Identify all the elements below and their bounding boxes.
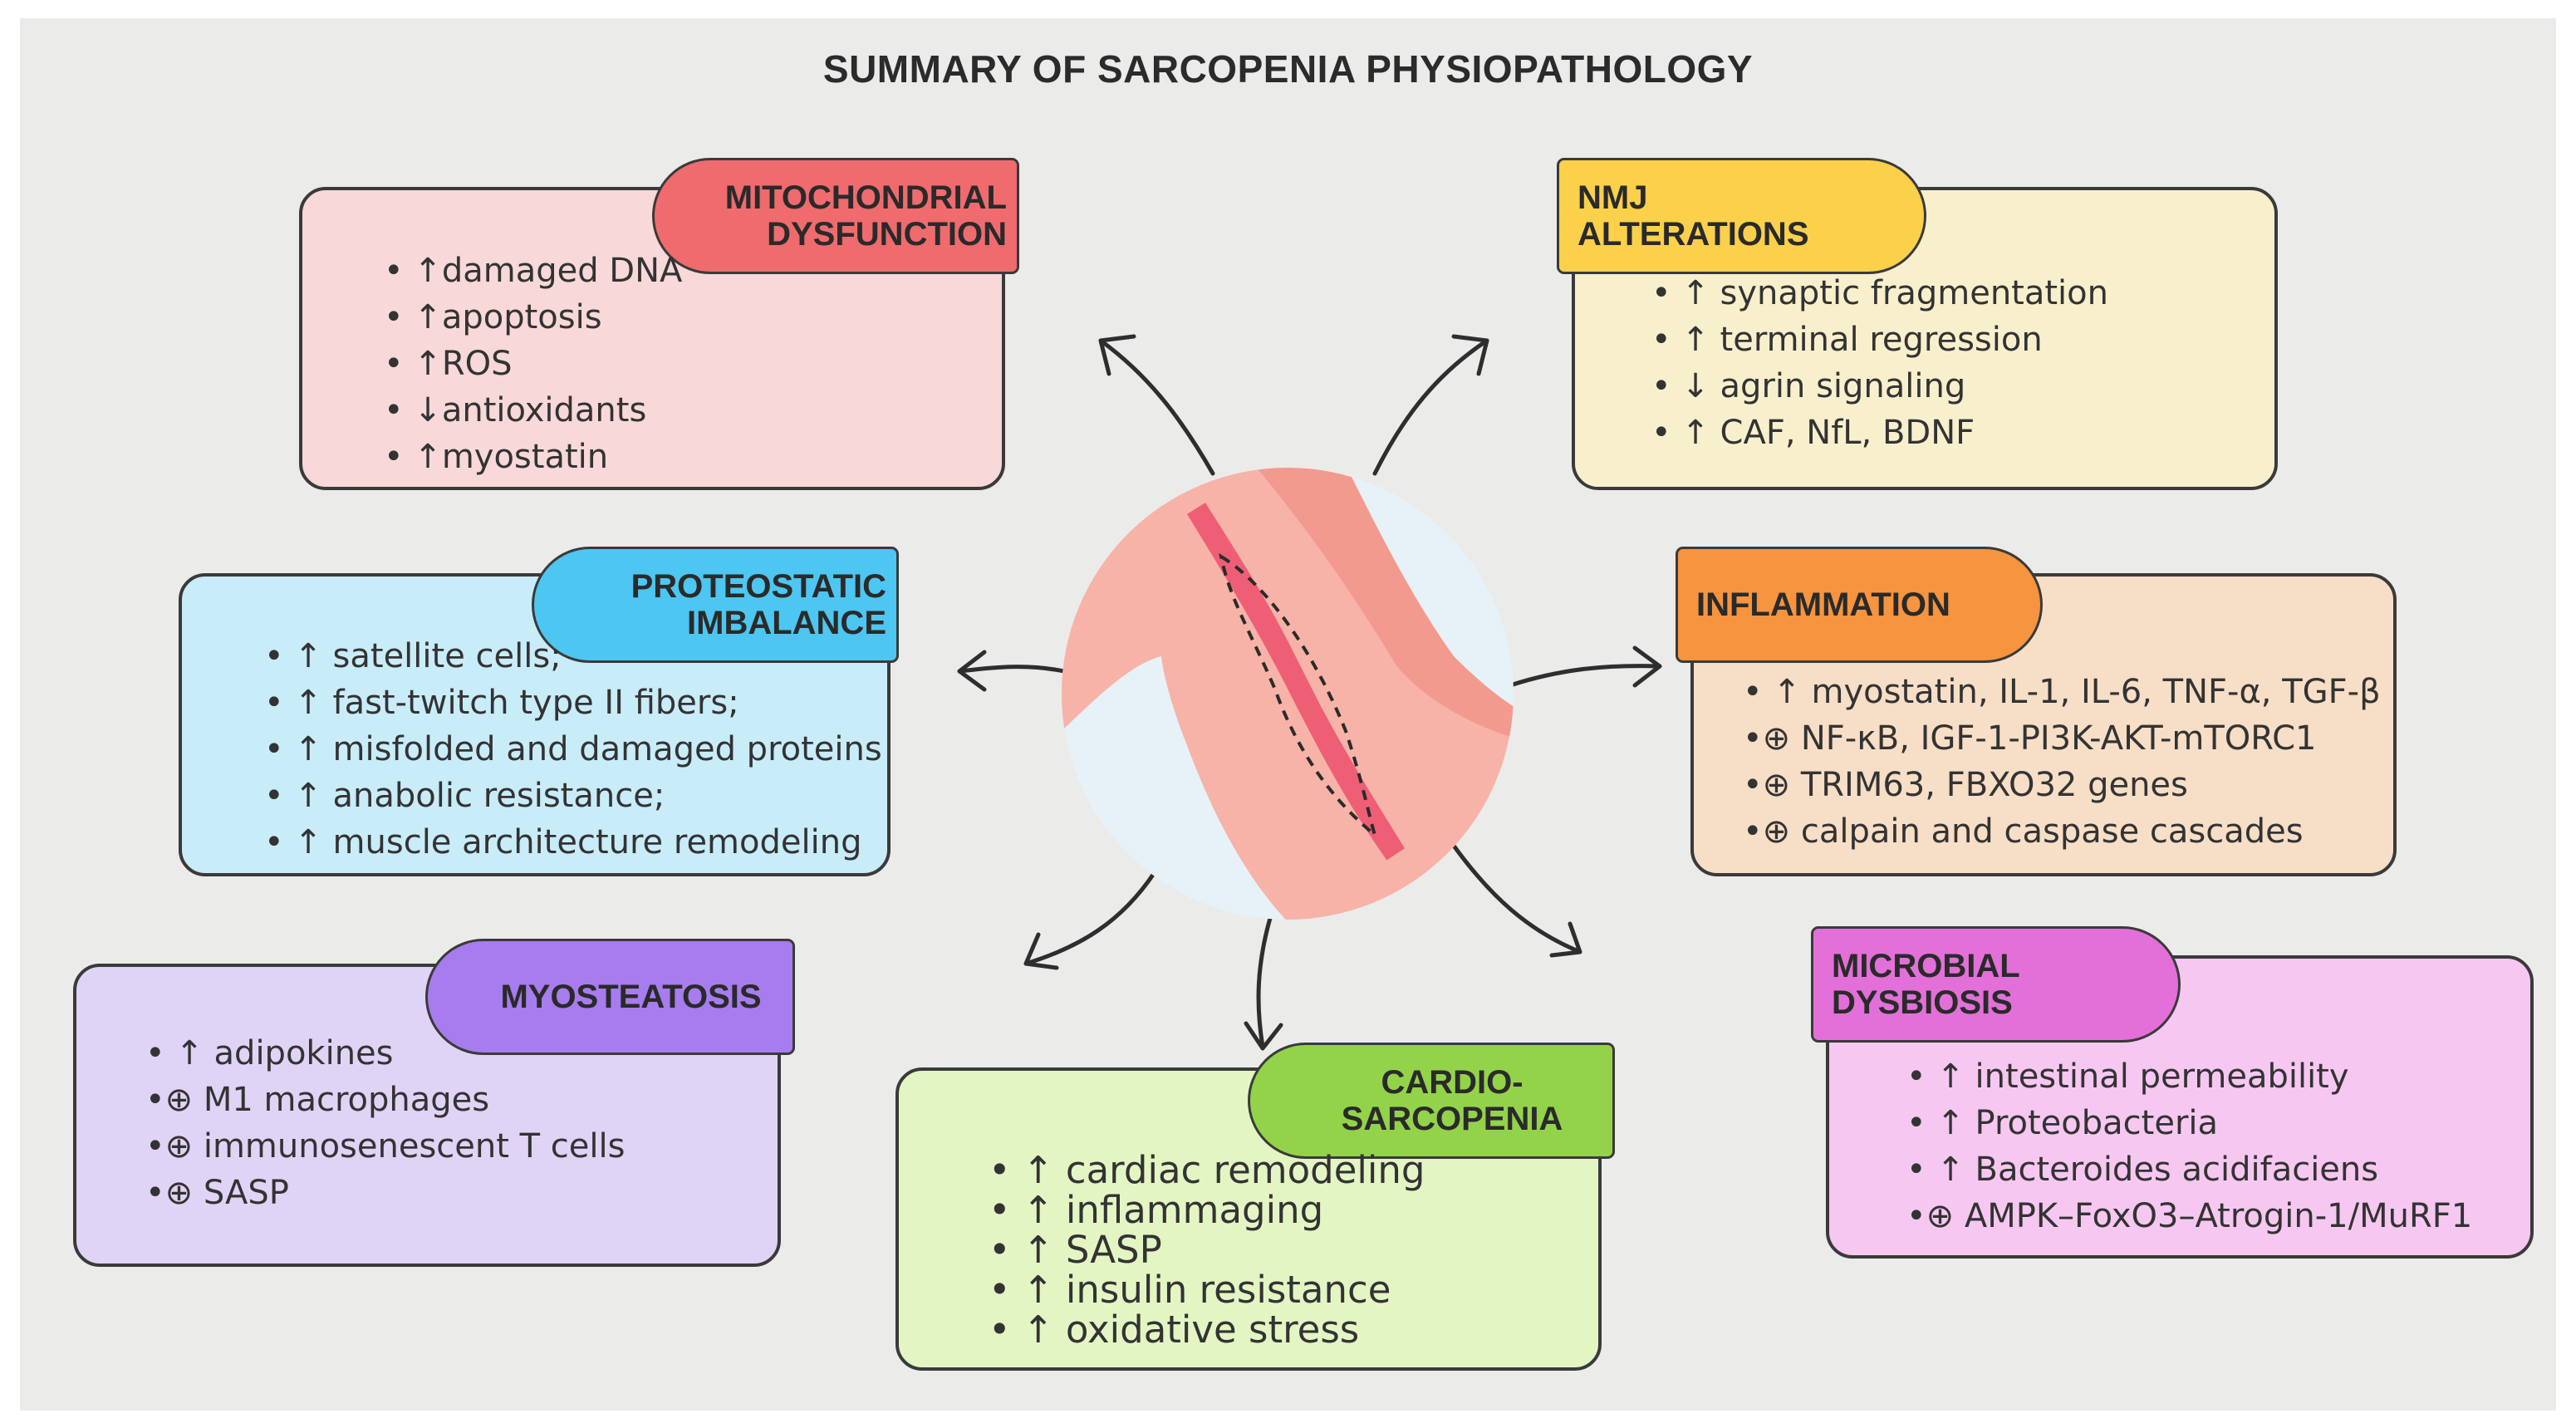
list-item: • ↑ cardiac remodeling [989,1148,1425,1192]
microbial-box [1826,955,2534,1259]
myosteatosis-tag: MYOSTEATOSIS [425,939,795,1055]
arrow-to-nmj [1372,338,1489,476]
arrowhead-cardio [1244,1021,1283,1051]
list-item: •⊕ immunosenescent T cells [145,1127,626,1165]
list-item: •⊕ TRIM63, FBXO32 genes [1743,766,2188,804]
list-item: • ↑ synaptic fragmentation [1651,274,2108,312]
arrowhead-mitochondrial [1098,334,1136,376]
list-item: •⊕ M1 macrophages [145,1081,490,1119]
arrow-to-cardio [1256,907,1275,1049]
list-item: • ↑ muscle architecture remodeling [264,823,862,861]
arrow-to-myosteatosis [1023,870,1157,966]
list-item: • ↑damaged DNA [384,252,683,290]
arrowhead-inflammation [1632,645,1662,688]
proteostatic-list: • ↑ satellite cells; • ↑ fast-twitch typ… [264,633,882,866]
microbial-tag: MICROBIAL DYSBIOSIS [1811,926,2181,1043]
list-item: • ↑ adipokines [145,1034,394,1072]
list-item: • ↑ Bacteroides acidifaciens [1906,1151,2379,1189]
arrow-to-mitochondrial [1098,338,1215,476]
list-item: • ↑ Proteobacteria [1906,1104,2219,1142]
list-item: • ↑ fast-twitch type II fibers; [264,684,739,722]
list-item: • ↑ oxidative stress [989,1308,1360,1352]
arrow-to-inflammation [1508,664,1662,688]
proteostatic-label: PROTEOSTATIC IMBALANCE [631,568,886,641]
list-item: •⊕ AMPK–FoxO3–Atrogin-1/MuRF1 [1906,1197,2473,1235]
arrowhead-proteostatic [957,650,987,692]
list-item: • ↑ intestinal permeability [1906,1058,2349,1096]
myosteatosis-label: MYOSTEATOSIS [500,979,762,1015]
list-item: • ↑ inflammaging [989,1188,1324,1232]
mitochondrial-label: MITOCHONDRIAL DYSFUNCTION [724,179,1007,253]
arrow-to-proteostatic [957,665,1074,675]
list-item: • ↑apoptosis [384,298,602,336]
arrowhead-nmj [1451,334,1489,376]
nmj-tag: NMJ ALTERATIONS [1557,158,1926,274]
cardio-label: CARDIO- SARCOPENIA [1341,1064,1563,1137]
microbial-list: • ↑ intestinal permeability • ↑ Proteoba… [1906,1053,2472,1239]
list-item: • ↑ insulin resistance [989,1268,1391,1312]
mitochondrial-tag: MITOCHONDRIAL DYSFUNCTION [652,158,1019,274]
diagram-title: SUMMARY OF SARCOPENIA PHYSIOPATHOLOGY [822,47,1754,91]
list-item: • ↑myostatin [384,438,609,476]
list-item: • ↓ agrin signaling [1651,367,1966,405]
list-item: • ↑ROS [384,345,513,383]
list-item: • ↑ myostatin, IL-1, IL-6, TNF-α, TGF-β [1743,673,2381,711]
inflammation-label: INFLAMMATION [1696,586,1950,623]
list-item: • ↑ CAF, NfL, BDNF [1651,414,1975,452]
list-item: • ↑ misfolded and damaged proteins [264,730,882,768]
inflammation-tag: INFLAMMATION [1676,547,2043,663]
list-item: • ↑ anabolic resistance; [264,777,665,815]
cardio-list: • ↑ cardiac remodeling • ↑ inflammaging … [989,1151,1425,1350]
list-item: •⊕ calpain and caspase cascades [1743,812,2304,851]
inflammation-list: • ↑ myostatin, IL-1, IL-6, TNF-α, TGF-β … [1743,669,2381,855]
list-item: • ↓antioxidants [384,391,647,429]
nmj-label: NMJ ALTERATIONS [1577,179,1809,253]
list-item: • ↑ terminal regression [1651,321,2043,359]
list-item: • ↑ SASP [989,1228,1162,1272]
list-item: •⊕ SASP [145,1174,289,1212]
nmj-list: • ↑ synaptic fragmentation • ↑ terminal … [1651,270,2108,456]
microbial-label: MICROBIAL DYSBIOSIS [1832,948,2020,1021]
mitochondrial-list: • ↑damaged DNA • ↑apoptosis • ↑ROS • ↓an… [384,248,682,480]
cardio-tag: CARDIO- SARCOPENIA [1248,1043,1615,1159]
list-item: •⊕ NF-κB, IGF-1-PI3K-AKT-mTORC1 [1743,719,2317,758]
list-item: • ↑ satellite cells; [264,637,562,675]
muscle-illustration [1062,468,1514,920]
arrowhead-myosteatosis [1023,932,1059,970]
arrowhead-microbial [1549,921,1582,958]
arrow-to-microbial [1451,843,1581,954]
myosteatosis-list: • ↑ adipokines •⊕ M1 macrophages •⊕ immu… [145,1030,625,1216]
proteostatic-tag: PROTEOSTATIC IMBALANCE [532,547,899,663]
